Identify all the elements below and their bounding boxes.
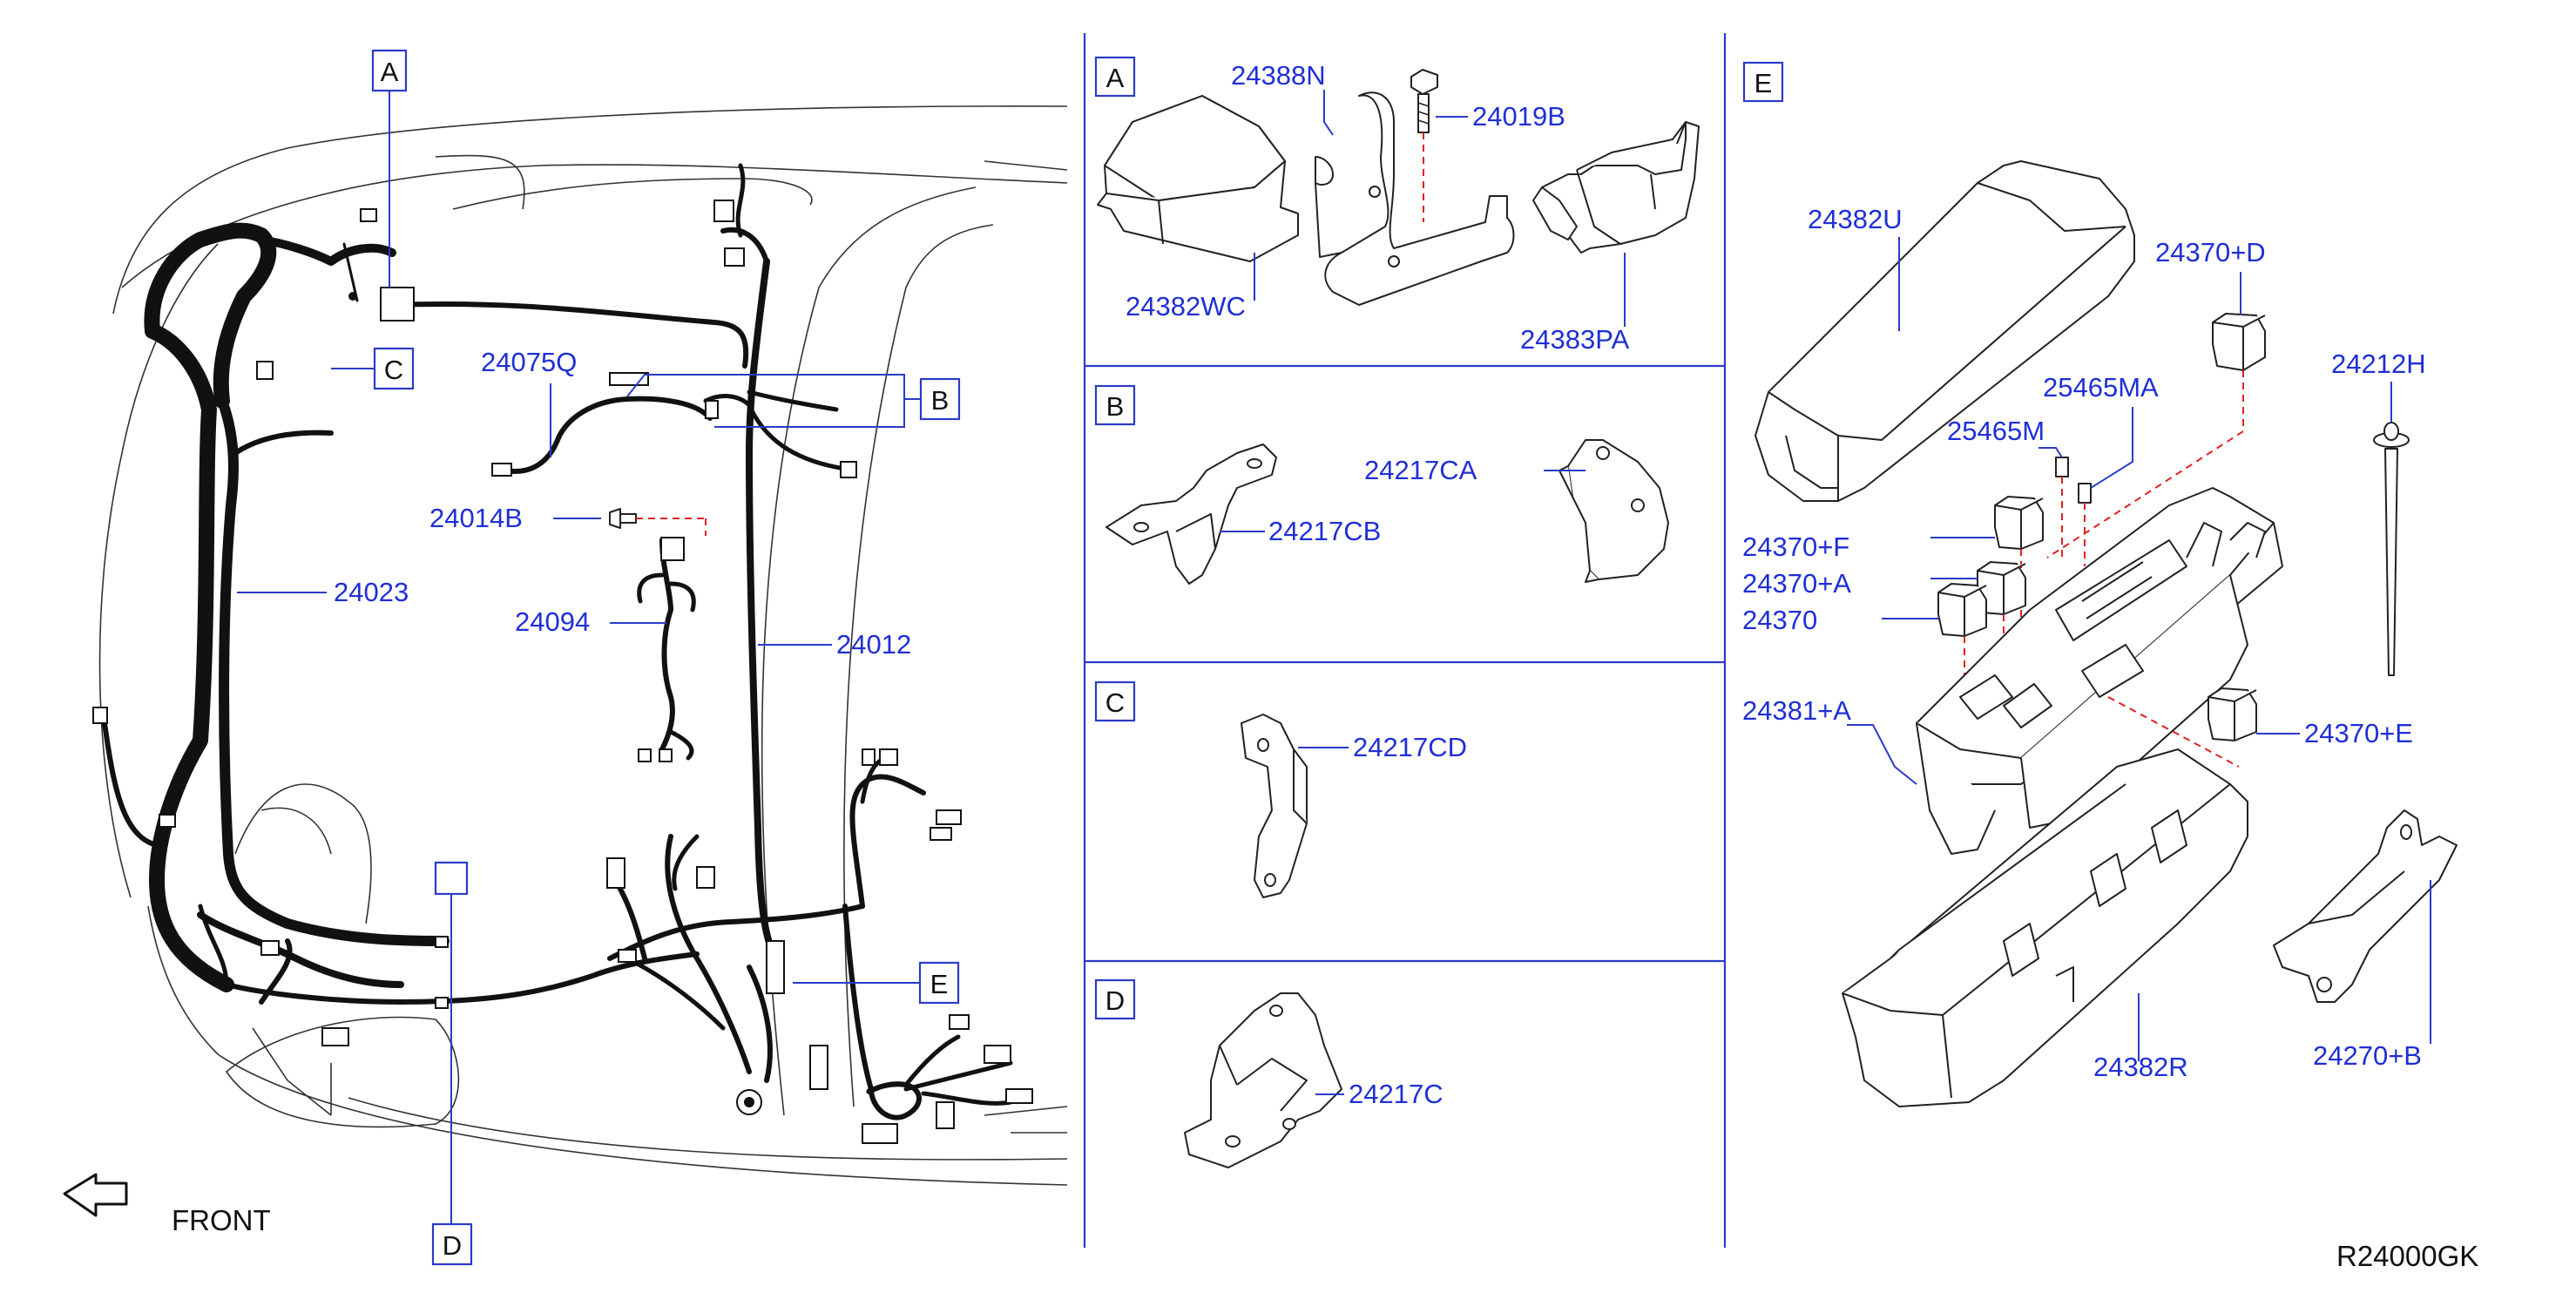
panel-c-title: C — [1105, 687, 1125, 718]
label-24075Q: 24075Q — [481, 347, 577, 377]
part-24383PA — [1532, 121, 1700, 254]
label-24014B: 24014B — [429, 503, 523, 533]
label-24370: 24370 — [1742, 605, 1817, 635]
panel-dividers — [1083, 33, 1727, 1248]
bracket-24270B — [2273, 809, 2458, 1003]
diagram-code: R24000GK — [2336, 1240, 2478, 1272]
label-24383PA: 24383PA — [1520, 324, 1630, 355]
label-24212H: 24212H — [2331, 349, 2426, 379]
lower-case-24382R — [1842, 748, 2248, 1107]
clip-24212H — [2373, 422, 2410, 676]
part-24217C — [1184, 992, 1342, 1168]
callout-b-main: B — [626, 374, 961, 428]
label-24270B: 24270+B — [2313, 1040, 2422, 1071]
fuse-block-24381A — [1916, 487, 2283, 855]
callout-c-main: C — [331, 347, 415, 390]
label-24012: 24012 — [836, 629, 911, 660]
panel-e-title: E — [1755, 68, 1773, 98]
screw-24014B — [609, 508, 707, 536]
front-arrow-icon — [63, 1173, 128, 1217]
vehicle-body-outline — [98, 105, 1068, 1186]
harness-24094 — [637, 538, 696, 761]
main-labels: 24075Q 24014B 24023 24094 24012 — [237, 347, 911, 660]
callout-e-label: E — [930, 969, 949, 999]
callout-a-main: A — [371, 49, 408, 288]
label-24019B: 24019B — [1472, 101, 1565, 132]
label-24370E: 24370+E — [2304, 718, 2413, 748]
label-24217CA: 24217CA — [1364, 455, 1477, 485]
panel-c: C 24217CD — [1094, 680, 1467, 898]
part-24382U-cover — [1755, 160, 2135, 502]
panel-d: D 24217C — [1094, 978, 1444, 1168]
harness-24023 — [102, 222, 749, 1005]
label-24382U: 24382U — [1808, 204, 1903, 234]
bolt-24019B — [1410, 69, 1438, 222]
panel-a-title: A — [1106, 63, 1125, 93]
callout-e-main: E — [793, 961, 960, 1005]
callout-b-label: B — [931, 385, 950, 416]
label-24370D: 24370+D — [2155, 237, 2266, 267]
label-25465MA: 25465MA — [2043, 372, 2159, 403]
label-24381A: 24381+A — [1742, 695, 1851, 726]
label-24217CB: 24217CB — [1268, 516, 1381, 546]
callout-a-label: A — [381, 57, 399, 87]
relay-24370 — [1937, 583, 1987, 688]
fuses-25465 — [2055, 457, 2092, 566]
part-24217CD — [1241, 714, 1308, 898]
callout-c-label: C — [384, 355, 403, 385]
part-24388N — [1315, 91, 1515, 306]
callout-d-main: D — [431, 861, 473, 1266]
label-24217C: 24217C — [1349, 1079, 1444, 1109]
panel-b-title: B — [1106, 391, 1125, 422]
label-24370A: 24370+A — [1742, 568, 1851, 599]
harness-24075Q — [503, 396, 713, 474]
panel-d-title: D — [1105, 985, 1125, 1016]
callout-d-label: D — [443, 1230, 462, 1261]
harness-24012 — [607, 163, 1013, 1120]
panel-a: A 24382WC 24388N 24019B — [1094, 56, 1700, 355]
label-24217CD: 24217CD — [1353, 732, 1467, 762]
label-25465M: 25465M — [1947, 416, 2045, 446]
front-label: FRONT — [172, 1204, 271, 1236]
panel-e: E 24382U 24370+D 24212H — [1742, 61, 2458, 1107]
label-24388N: 24388N — [1231, 60, 1326, 91]
part-24217CB — [1105, 443, 1277, 585]
relay-24370D — [2046, 313, 2266, 558]
part-24382WC — [1097, 95, 1299, 262]
label-24094: 24094 — [515, 606, 590, 637]
label-24382R: 24382R — [2093, 1052, 2188, 1082]
label-24382WC: 24382WC — [1126, 291, 1246, 322]
panel-b: B 24217CB 24217CA — [1094, 384, 1669, 585]
relay-24370E — [2208, 687, 2257, 741]
part-24217CA — [1558, 439, 1669, 583]
label-24023: 24023 — [334, 577, 409, 607]
harness-connectors — [92, 200, 1033, 1144]
label-24370F: 24370+F — [1742, 531, 1849, 562]
